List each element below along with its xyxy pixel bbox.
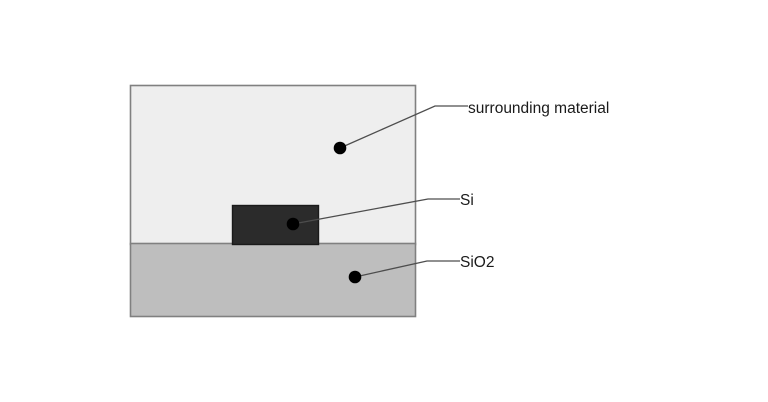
region-si-waveguide [231,204,320,246]
label-si: Si [460,192,474,209]
leader-line-sio2 [354,260,460,278]
region-sio2-substrate [129,242,417,318]
marker-dot-surrounding-material [333,141,347,155]
leader-line-si [292,198,460,225]
marker-dot-si [286,217,300,231]
leader-line-surrounding-material [339,105,468,149]
label-sio2: SiO2 [460,254,494,271]
marker-dot-sio2 [348,270,362,284]
label-surrounding-material: surrounding material [468,100,609,117]
